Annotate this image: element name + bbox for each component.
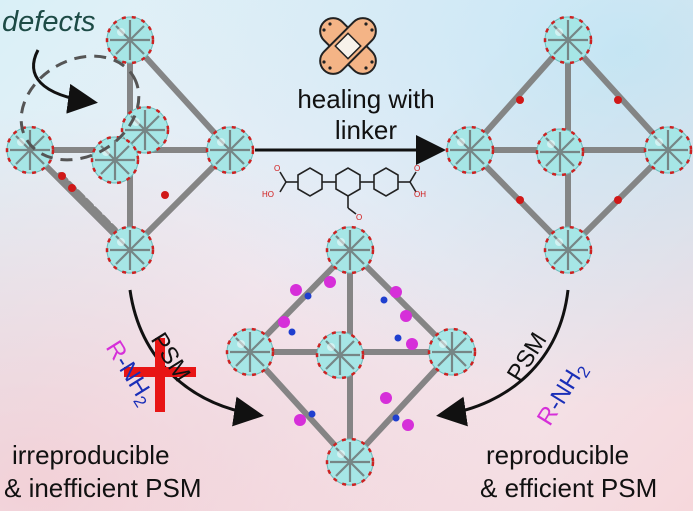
irreproducible-label-line1: irreproducible bbox=[12, 440, 170, 470]
defects-label: defects bbox=[2, 6, 96, 38]
o-label-left: O bbox=[274, 164, 280, 173]
linker-molecule bbox=[279, 167, 417, 215]
healing-label-line1: healing with bbox=[297, 84, 435, 114]
o-label-right: O bbox=[414, 164, 420, 173]
healed-mof bbox=[445, 15, 693, 275]
healing-label-line2: linker bbox=[334, 115, 398, 145]
red-cross-icon bbox=[124, 338, 196, 412]
defects-arrow bbox=[32, 49, 98, 114]
ho-label: HO bbox=[262, 190, 274, 199]
metal-cluster bbox=[5, 15, 255, 275]
psm-arrow-right bbox=[436, 289, 570, 427]
reproducible-label-line2: & efficient PSM bbox=[480, 473, 658, 503]
aldehyde-o-label: O bbox=[356, 213, 362, 222]
defect-circle bbox=[19, 54, 141, 162]
bandage-icon bbox=[319, 17, 377, 75]
oh-label: OH bbox=[414, 190, 426, 199]
defective-mof bbox=[5, 15, 255, 275]
reproducible-label-line1: reproducible bbox=[486, 440, 630, 470]
functionalized-mof bbox=[225, 225, 477, 487]
irreproducible-label-line2: & inefficient PSM bbox=[4, 473, 202, 503]
